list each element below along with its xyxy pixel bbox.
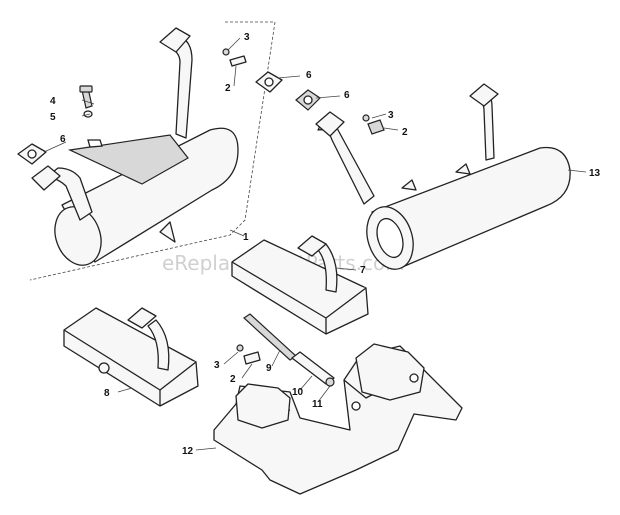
bolt-right: [362, 114, 385, 135]
callout-13: 13: [589, 168, 601, 179]
callout-9: 9: [266, 363, 272, 374]
leader-lines: [43, 37, 587, 451]
callout-2-lower: 2: [230, 374, 236, 385]
muffler-left-large: [29, 21, 276, 281]
callouts: 1 2 2 2 3 3 3 4 5 6 6 6 7 8 9 10 11 12 1…: [50, 32, 601, 457]
callout-8: 8: [104, 388, 110, 399]
muffler-flat-left: [63, 307, 199, 407]
bolt-4: [79, 85, 93, 109]
callout-6-mid: 6: [344, 90, 350, 101]
heat-shield-12: [213, 343, 463, 495]
callout-12: 12: [182, 446, 194, 457]
muffler-right: [315, 83, 571, 270]
callout-1: 1: [243, 232, 249, 243]
callout-11: 11: [312, 399, 323, 410]
gasket-top-1: [255, 71, 283, 93]
callout-2-right: 2: [402, 127, 408, 138]
callout-5: 5: [50, 112, 56, 123]
spacer-10: [291, 351, 335, 385]
callout-6-top: 6: [306, 70, 312, 81]
gasket-left: [17, 143, 47, 165]
washer-5: [83, 110, 93, 118]
gasket-top-2: [295, 89, 321, 111]
callout-10: 10: [292, 387, 304, 398]
nut-11: [325, 377, 335, 387]
bolt-lower: [236, 344, 261, 365]
callout-3-right: 3: [388, 110, 394, 121]
muffler-flat-center: [231, 235, 369, 335]
callout-3-lower: 3: [214, 360, 220, 371]
callout-2-top-left: 2: [225, 83, 231, 94]
callout-7: 7: [360, 265, 366, 276]
callout-3-top-left: 3: [244, 32, 250, 43]
callout-4: 4: [50, 96, 56, 107]
bolt-top-left: [222, 48, 247, 67]
callout-6-left: 6: [60, 134, 66, 145]
